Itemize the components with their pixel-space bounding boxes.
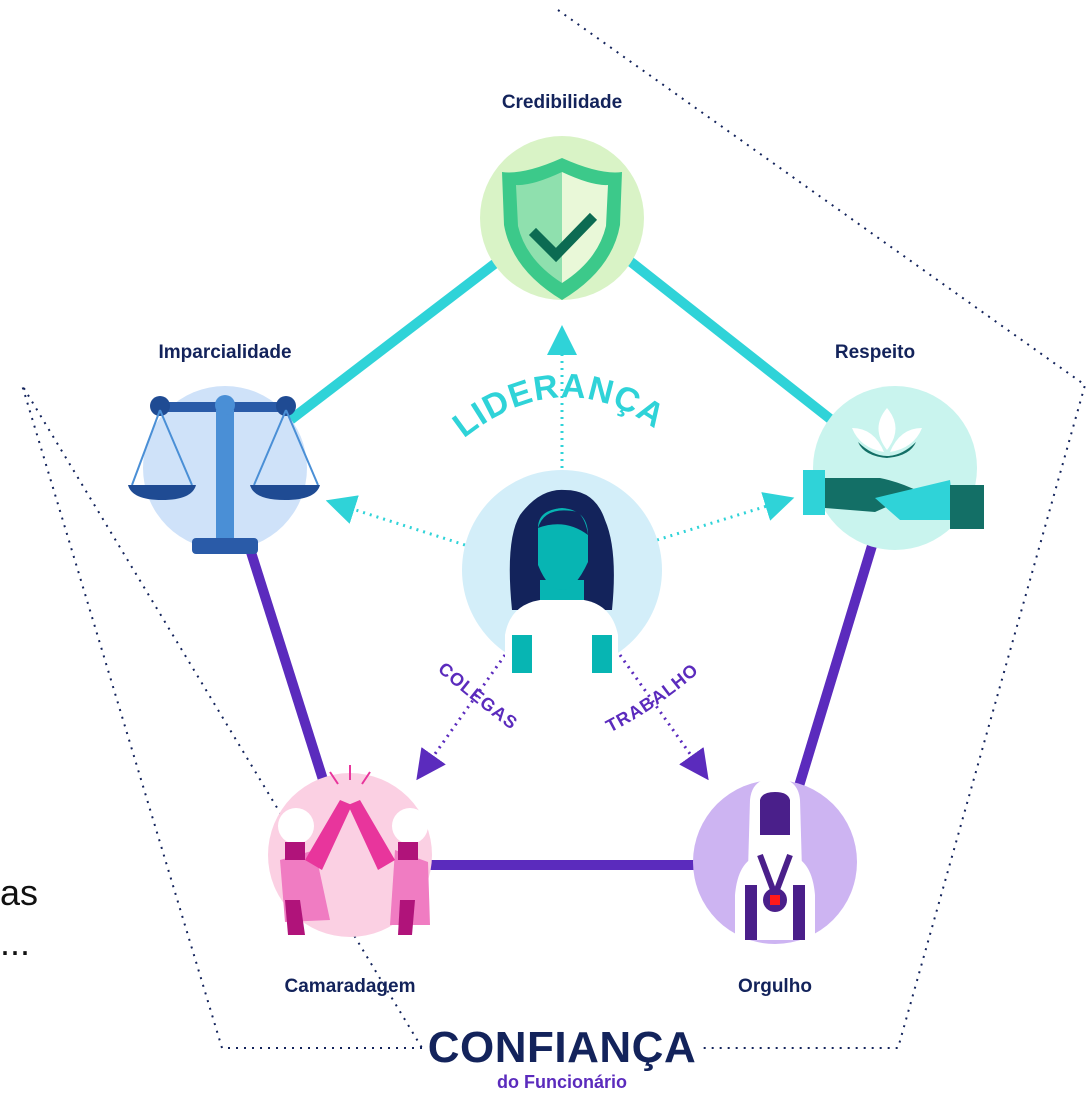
node-lideranca-leader (462, 470, 662, 673)
node-credibilidade (480, 136, 644, 300)
subtitle-do-funcionario: do Funcionário (497, 1072, 627, 1092)
hand-lotus-icon (803, 408, 984, 529)
label-respeito: Respeito (835, 342, 915, 363)
label-credibilidade: Credibilidade (502, 92, 622, 113)
arrow-to-respeito (656, 492, 795, 542)
label-lideranca: LIDERANÇA (446, 367, 672, 445)
title-confianca: CONFIANÇA (428, 1023, 696, 1072)
node-orgulho (693, 778, 857, 944)
balance-scale-icon (128, 395, 320, 554)
medal-person-icon (735, 778, 815, 940)
label-orgulho: Orgulho (738, 976, 812, 997)
arrow-to-imparcialidade (325, 495, 466, 547)
label-camaradagem: Camaradagem (285, 976, 416, 997)
leader-person-icon (505, 489, 618, 673)
high-five-icon (278, 765, 430, 935)
background-fragment-2: ... (0, 922, 30, 963)
background-fragment-1: as (0, 872, 38, 913)
label-imparcialidade: Imparcialidade (158, 342, 291, 363)
node-imparcialidade (128, 386, 320, 554)
node-respeito (803, 386, 984, 550)
label-trabalho: TRABALHO (603, 659, 703, 736)
shield-check-icon (502, 158, 622, 300)
node-camaradagem (268, 765, 432, 937)
